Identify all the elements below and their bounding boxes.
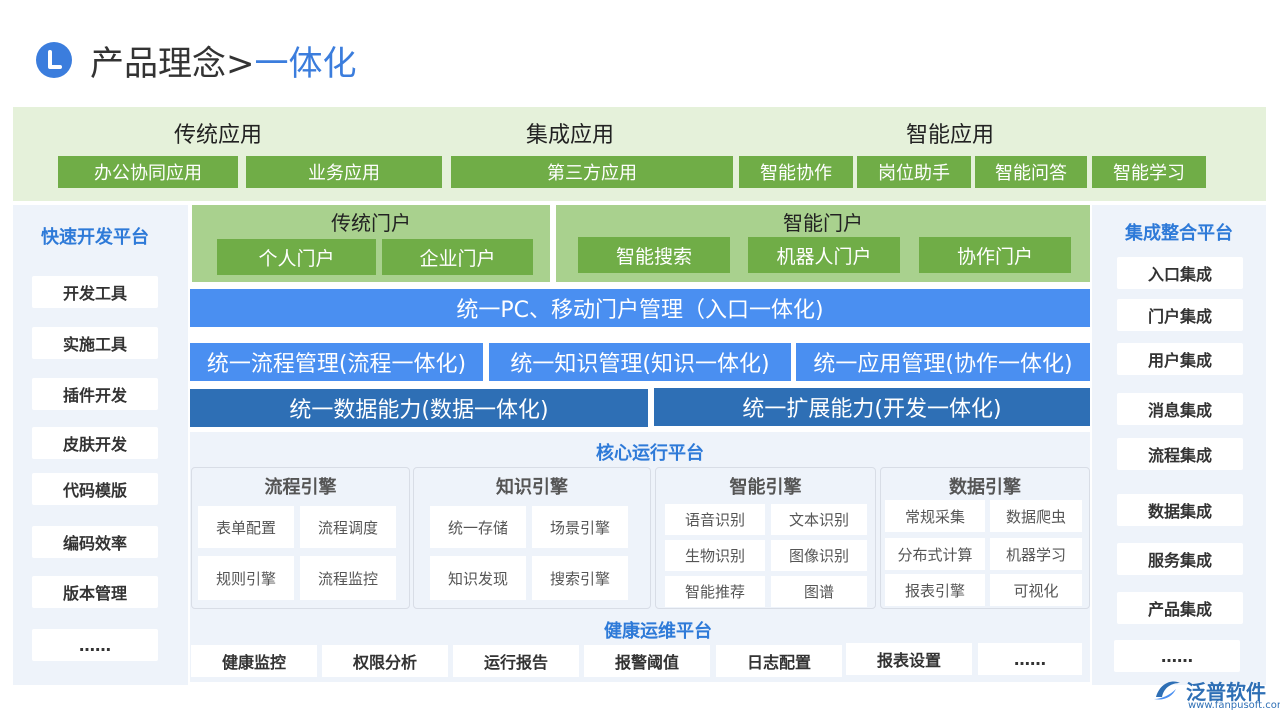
portal-enterprise[interactable]: 企业门户 (382, 239, 533, 275)
traditional-portal-title: 传统门户 (331, 210, 411, 235)
unified-data-bar[interactable]: 统一数据能力(数据一体化) (190, 389, 648, 427)
app-group-smart: 智能应用 (905, 123, 994, 148)
brand-logo-icon (1152, 677, 1182, 703)
portal-smart-search[interactable]: 智能搜索 (578, 237, 730, 273)
engine-cell[interactable]: 流程监控 (300, 556, 396, 600)
smart-engine-title: 智能引擎 (729, 477, 802, 498)
app-smart-learning[interactable]: 智能学习 (1092, 156, 1206, 188)
app-job-assistant[interactable]: 岗位助手 (857, 156, 971, 188)
engine-cell[interactable]: 搜索引擎 (532, 556, 628, 600)
engine-cell[interactable]: 常规采集 (885, 500, 985, 532)
title-logo-icon (36, 42, 72, 78)
engine-cell[interactable]: 报表引擎 (885, 574, 985, 606)
left-item-skin-dev[interactable]: 皮肤开发 (32, 427, 158, 459)
app-group-integrated: 集成应用 (525, 123, 614, 148)
right-item-product[interactable]: 产品集成 (1117, 592, 1243, 624)
left-item-version-mgmt[interactable]: 版本管理 (32, 576, 158, 608)
ops-more[interactable]: …… (978, 643, 1082, 675)
portal-robot[interactable]: 机器人门户 (748, 237, 900, 273)
unified-process-bar[interactable]: 统一流程管理(流程一体化) (190, 343, 483, 381)
right-item-entry[interactable]: 入口集成 (1117, 257, 1243, 289)
app-smart-collab[interactable]: 智能协作 (739, 156, 853, 188)
engine-cell[interactable]: 场景引擎 (532, 506, 628, 548)
engine-cell[interactable]: 知识发现 (430, 556, 526, 600)
unified-extension-bar[interactable]: 统一扩展能力(开发一体化) (654, 388, 1090, 426)
engine-cell[interactable]: 文本识别 (771, 504, 867, 535)
engine-cell[interactable]: 图像识别 (771, 540, 867, 571)
unified-knowledge-bar[interactable]: 统一知识管理(知识一体化) (489, 343, 791, 381)
engine-cell[interactable]: 规则引擎 (198, 556, 294, 600)
right-item-portal[interactable]: 门户集成 (1117, 299, 1243, 331)
app-business[interactable]: 业务应用 (246, 156, 442, 188)
page-title: 产品理念>一体化 (90, 44, 357, 84)
app-group-traditional: 传统应用 (173, 123, 262, 148)
app-third-party[interactable]: 第三方应用 (451, 156, 733, 188)
portal-collab[interactable]: 协作门户 (919, 237, 1071, 273)
ops-log-config[interactable]: 日志配置 (716, 645, 842, 677)
left-item-dev-tools[interactable]: 开发工具 (32, 276, 158, 308)
ops-run-report[interactable]: 运行报告 (453, 645, 579, 677)
left-item-coding-efficiency[interactable]: 编码效率 (32, 526, 158, 558)
app-smart-qa[interactable]: 智能问答 (975, 156, 1087, 188)
engine-cell[interactable]: 图谱 (771, 576, 867, 607)
smart-portal-title: 智能门户 (783, 210, 863, 235)
left-item-impl-tools[interactable]: 实施工具 (32, 327, 158, 359)
unified-portal-bar[interactable]: 统一PC、移动门户管理（入口一体化) (190, 289, 1090, 327)
left-item-plugin-dev[interactable]: 插件开发 (32, 378, 158, 410)
right-item-service[interactable]: 服务集成 (1117, 543, 1243, 575)
engine-cell[interactable]: 可视化 (990, 574, 1082, 606)
knowledge-engine-title: 知识引擎 (496, 477, 568, 498)
engine-cell[interactable]: 分布式计算 (885, 538, 985, 570)
unified-app-bar[interactable]: 统一应用管理(协作一体化) (796, 343, 1090, 381)
engine-cell[interactable]: 智能推荐 (665, 576, 765, 607)
engine-cell[interactable]: 统一存储 (430, 506, 526, 548)
right-item-user[interactable]: 用户集成 (1117, 343, 1243, 375)
engine-cell[interactable]: 生物识别 (665, 540, 765, 571)
ops-health-monitor[interactable]: 健康监控 (191, 645, 317, 677)
portal-personal[interactable]: 个人门户 (217, 239, 376, 275)
engine-cell[interactable]: 表单配置 (198, 506, 294, 548)
right-item-message[interactable]: 消息集成 (1117, 393, 1243, 425)
left-item-more[interactable]: …… (32, 629, 158, 661)
ops-permission-analysis[interactable]: 权限分析 (322, 645, 448, 677)
core-platform-title: 核心运行平台 (596, 443, 704, 464)
engine-cell[interactable]: 流程调度 (300, 506, 396, 548)
right-panel-title: 集成整合平台 (1125, 223, 1233, 244)
engine-cell[interactable]: 语音识别 (665, 504, 765, 535)
app-office-collab[interactable]: 办公协同应用 (58, 156, 238, 188)
engine-cell[interactable]: 机器学习 (990, 538, 1082, 570)
left-panel-title: 快速开发平台 (41, 227, 149, 248)
engine-cell[interactable]: 数据爬虫 (990, 500, 1082, 532)
ops-report-settings[interactable]: 报表设置 (846, 643, 972, 675)
right-item-more[interactable]: …… (1114, 640, 1240, 672)
process-engine-title: 流程引擎 (264, 477, 337, 498)
ops-platform-title: 健康运维平台 (604, 621, 712, 642)
right-item-data[interactable]: 数据集成 (1117, 494, 1243, 526)
brand-url: www.fanpusoft.com (1188, 700, 1280, 711)
ops-alarm-threshold[interactable]: 报警阈值 (584, 645, 710, 677)
right-item-process[interactable]: 流程集成 (1117, 438, 1243, 470)
brand-name: 泛普软件 (1186, 680, 1266, 704)
data-engine-title: 数据引擎 (949, 477, 1021, 498)
left-item-code-template[interactable]: 代码模版 (32, 473, 158, 505)
